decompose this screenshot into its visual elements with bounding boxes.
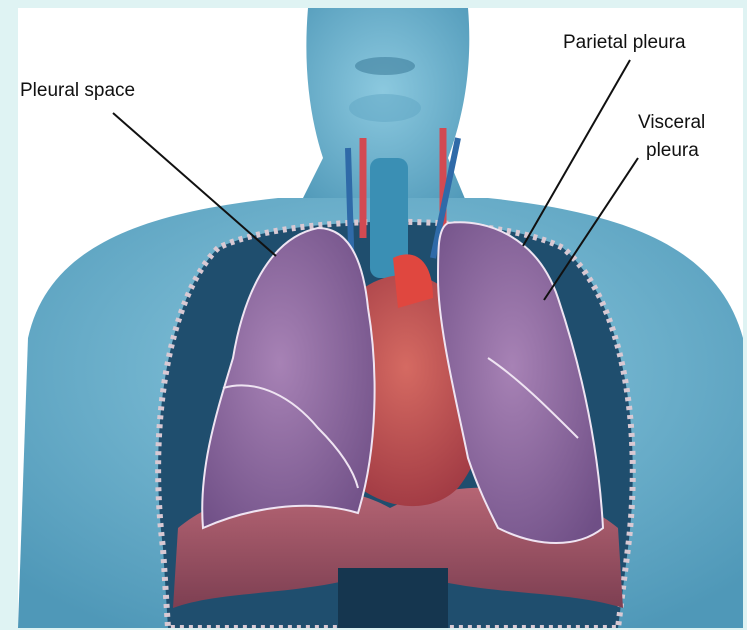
pleura-diagram: Pleural space Parietal pleura Visceral p… [18, 8, 743, 628]
label-visceral-line1: Visceral [638, 112, 705, 133]
label-pleural-space: Pleural space [20, 80, 135, 101]
chin [349, 94, 421, 122]
diagram-panel: Pleural space Parietal pleura Visceral p… [18, 8, 743, 628]
mouth [355, 57, 415, 75]
label-parietal-pleura: Parietal pleura [563, 32, 686, 53]
label-visceral-line2: pleura [646, 140, 699, 161]
abdomen-gap [338, 568, 448, 628]
